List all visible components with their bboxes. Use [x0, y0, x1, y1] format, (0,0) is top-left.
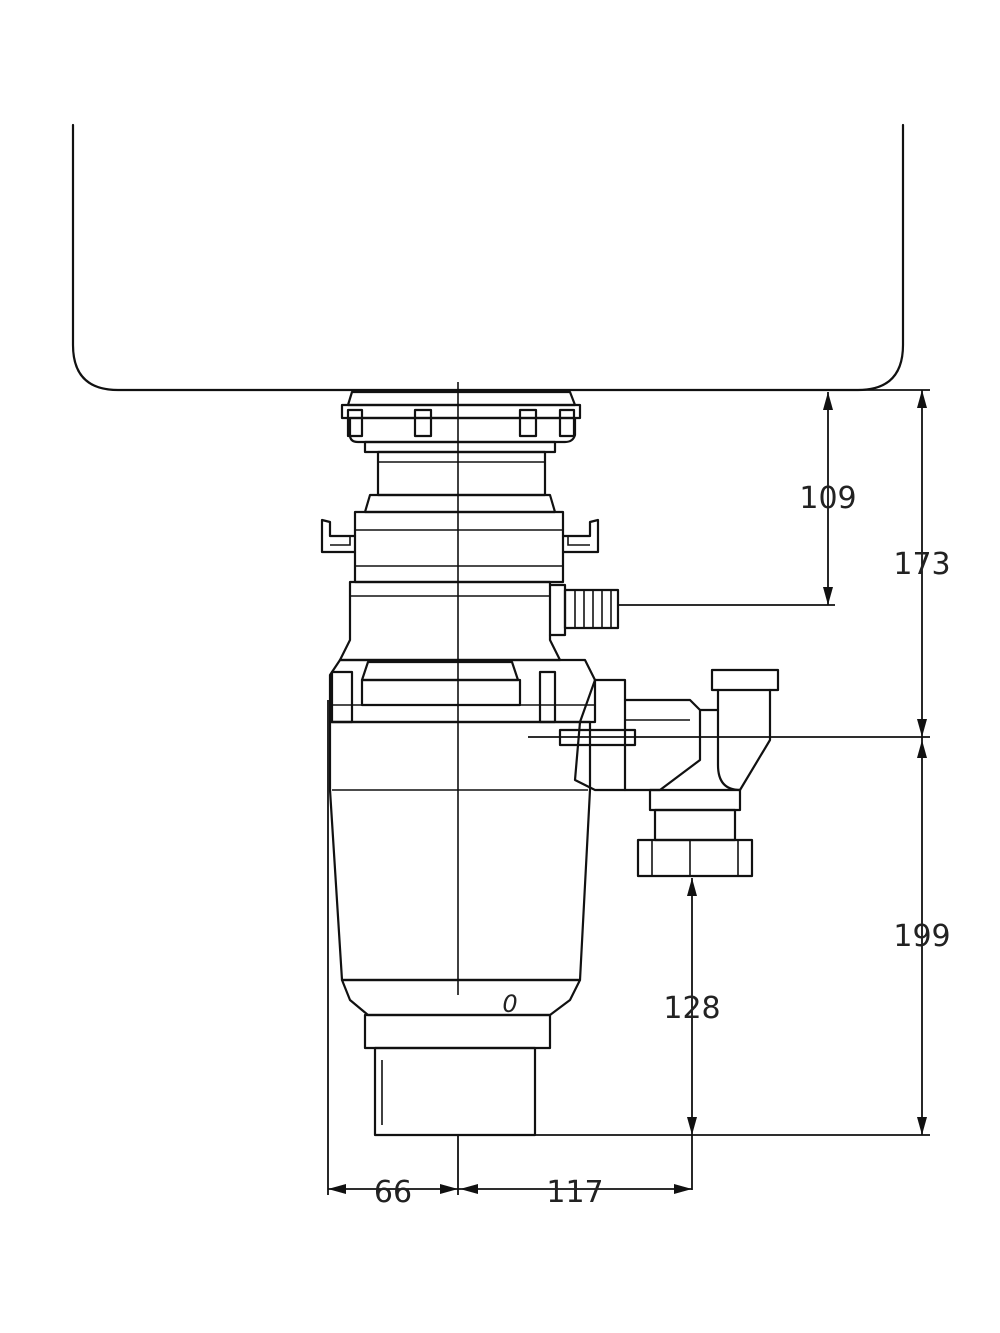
svg-text:128: 128	[663, 991, 720, 1026]
dimension-173: 173	[528, 389, 951, 738]
discharge-outlet	[558, 678, 702, 792]
mounting-neck	[363, 440, 557, 514]
mounting-ring	[320, 510, 600, 584]
part-mark: 0	[502, 990, 517, 1018]
sink-bowl-outline	[71, 123, 905, 392]
upper-housing	[338, 580, 562, 662]
sink-flange	[340, 390, 582, 444]
motor-body	[328, 720, 592, 1137]
trap-fitting	[636, 668, 780, 878]
dimension-117: 117	[458, 1175, 692, 1210]
dimension-109: 109	[618, 392, 857, 606]
svg-text:199: 199	[893, 919, 950, 954]
dimension-199: 199	[512, 737, 951, 1136]
svg-text:66: 66	[374, 1175, 412, 1210]
motor-collar	[328, 658, 597, 724]
dimension-66: 66	[327, 700, 459, 1210]
dimension-128: 128	[663, 878, 721, 1190]
svg-text:109: 109	[799, 481, 856, 516]
svg-text:117: 117	[546, 1175, 603, 1210]
dishwasher-inlet	[548, 583, 620, 637]
svg-text:173: 173	[893, 547, 950, 582]
